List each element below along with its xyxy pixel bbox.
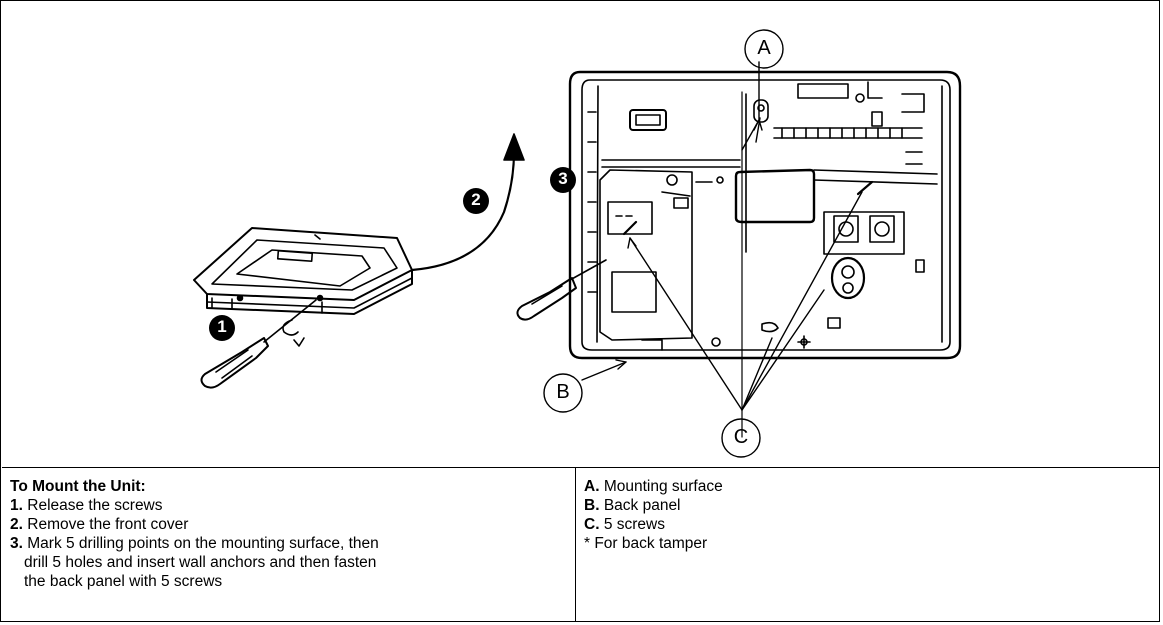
step-2-number: 2.: [10, 516, 23, 533]
step-markers: [209, 167, 576, 341]
mounting-illustration: A B C 1 2 3: [2, 2, 1160, 468]
legend-note: * For back tamper: [584, 535, 708, 552]
legend-item-a: A. Mounting surface: [584, 477, 1154, 496]
instructions-title: To Mount the Unit:: [10, 478, 146, 495]
step-2-marker: 2: [471, 190, 481, 209]
callout-b-label: B: [556, 381, 570, 403]
legend-key-b: B.: [584, 497, 600, 514]
step-3-marker: 3: [558, 169, 568, 188]
legend-text-a: Mounting surface: [603, 478, 723, 495]
callout-c-label: C: [733, 426, 749, 448]
legend-key-c: C.: [584, 516, 600, 533]
legend-text-b: Back panel: [603, 497, 681, 514]
screwdriver-right: [516, 259, 607, 321]
legend-text-c: 5 screws: [603, 516, 665, 533]
legend-item-b: B. Back panel: [584, 496, 1154, 515]
callout-b-circle: [543, 373, 583, 413]
step-1-marker: 1: [217, 317, 227, 336]
legend-cell: A. Mounting surface B. Back panel C. 5 s…: [577, 468, 1160, 622]
step-3: 3. Mark 5 drilling points on the mountin…: [10, 534, 569, 553]
mounting-diagram: [193, 29, 962, 458]
screwdriver-left: [200, 299, 317, 389]
legend-item-c: C. 5 screws: [584, 515, 1154, 534]
step-3-continuation-2: the back panel with 5 screws: [24, 573, 223, 590]
step-2-text: Remove the front cover: [27, 516, 189, 533]
screw-pointers: [627, 191, 863, 411]
instructions-cell: To Mount the Unit: 1. Release the screws…: [2, 468, 576, 622]
callout-c-circle: [721, 418, 761, 458]
step-1-number: 1.: [10, 497, 23, 514]
curved-arrow: [410, 133, 525, 272]
callout-a-label: A: [757, 37, 771, 59]
step-1: 1. Release the screws: [10, 496, 569, 515]
front-unit: [193, 227, 413, 315]
step-1-text: Release the screws: [27, 497, 163, 514]
step-3-number: 3.: [10, 535, 23, 552]
step-3-continuation-1: drill 5 holes and insert wall anchors an…: [24, 554, 377, 571]
legend-key-a: A.: [584, 478, 600, 495]
step-2: 2. Remove the front cover: [10, 515, 569, 534]
step-3-text: Mark 5 drilling points on the mounting s…: [27, 535, 379, 552]
back-panel: [568, 70, 962, 438]
callout-a-circle: [744, 29, 784, 69]
